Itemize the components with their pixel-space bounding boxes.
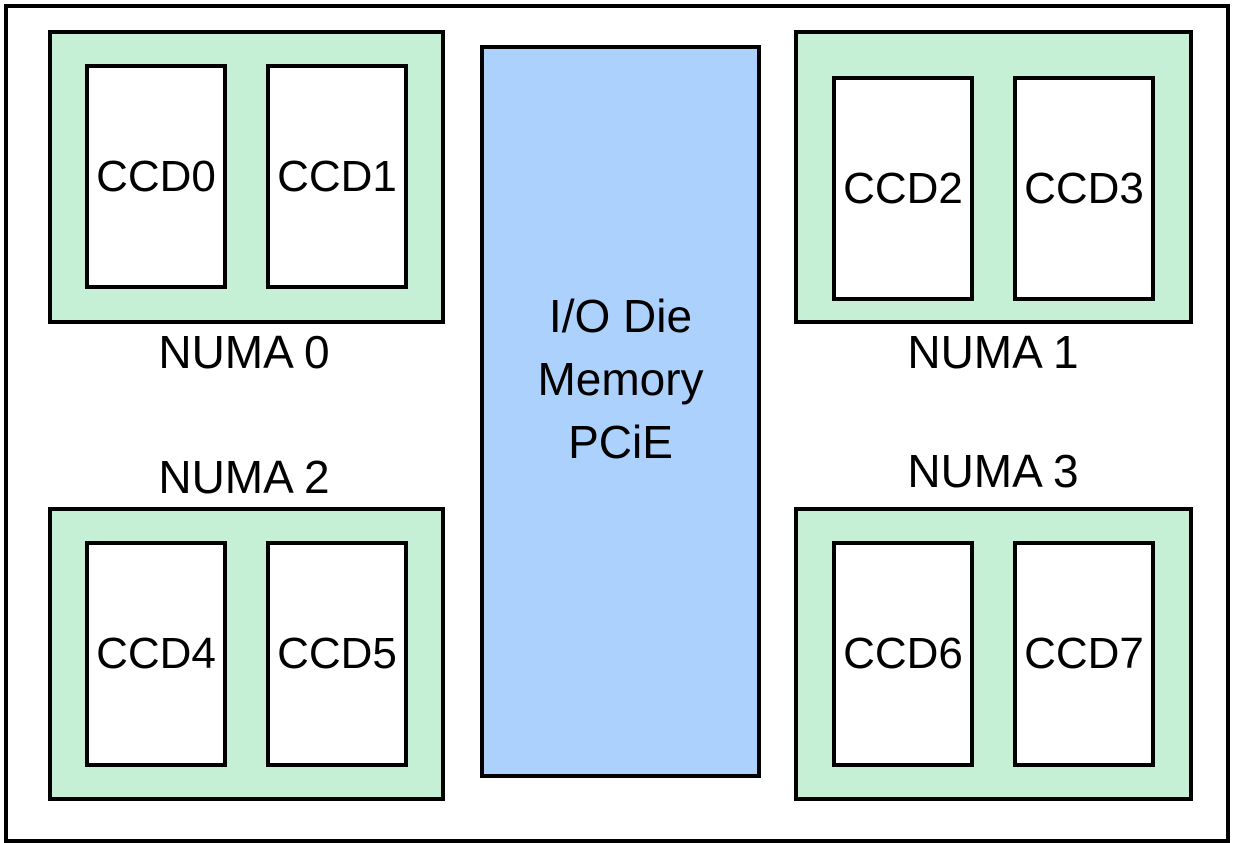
- ccd-3: CCD3: [1013, 76, 1155, 301]
- memory-label: Memory: [537, 353, 704, 405]
- io-die-label: I/O Die: [548, 290, 693, 342]
- ccd-7: CCD7: [1013, 541, 1155, 767]
- ccd-6: CCD6: [832, 541, 974, 767]
- numa-2-label: NUMA 2: [158, 451, 330, 503]
- numa-1-label: NUMA 1: [907, 326, 1079, 378]
- ccd-1: CCD1: [266, 64, 408, 289]
- ccd-0: CCD0: [85, 64, 227, 289]
- io-die-block: I/O Die Memory PCiE: [480, 45, 761, 778]
- ccd-5: CCD5: [266, 541, 408, 767]
- ccd-2: CCD2: [832, 76, 974, 301]
- numa-0-label: NUMA 0: [158, 326, 330, 378]
- pcie-label: PCiE: [568, 416, 673, 468]
- numa-3-label: NUMA 3: [907, 445, 1079, 497]
- ccd-4: CCD4: [85, 541, 227, 767]
